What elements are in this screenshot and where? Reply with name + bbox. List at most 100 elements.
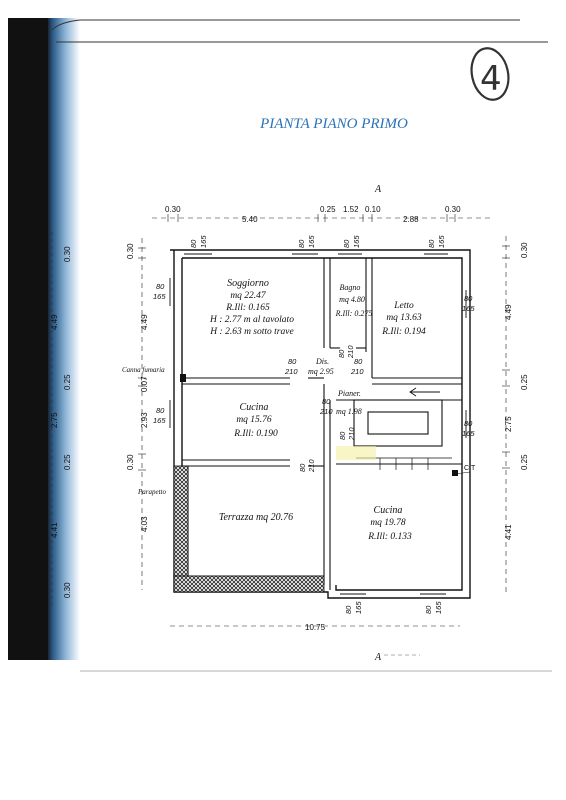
dimension-chain-right [502,236,510,592]
tag-w4-num: 80 [427,239,436,248]
note-ct: C.T [464,465,476,472]
room-soggiorno-area: mq 22.47 [230,291,267,301]
tag-d3-num: 80 [354,357,363,366]
dim-left-5: 0.30 [126,454,135,470]
tag-w8-den: 165 [462,429,475,438]
door-tags: 80 210 80 210 80 210 80 210 80 210 80 21… [284,345,364,473]
room-cucina2-rill: R.Ill: 0.133 [367,532,412,542]
dim-margin-5: 0.25 [63,454,72,470]
tag-w6-den: 165 [462,304,475,313]
room-letto-rill: R.Ill: 0.194 [381,327,426,337]
room-cucina1-name: Cucina [240,402,269,413]
tag-w3-den: 165 [352,235,361,248]
page-number: 4 [480,59,502,99]
dim-margin-3: 0.25 [63,374,72,390]
dim-left-2: 4.49 [140,314,149,330]
tag-d6-den: 210 [307,459,316,473]
tag-w9-den: 165 [354,601,363,614]
dim-right-3: 0.25 [520,374,529,390]
dim-top-6: 2.88 [403,215,419,224]
dim-left-6: 4.03 [140,516,149,532]
dim-left-4: 2.93 [140,412,149,428]
room-bagno-name: Bagno [340,283,361,292]
dim-top-7: 0.30 [445,205,461,214]
tag-d4-den: 210 [319,407,333,416]
dim-top-2: 5.40 [242,215,258,224]
dim-top-5: 0.10 [365,205,381,214]
room-cucina2-name: Cucina [374,505,403,516]
room-cucina1-rill: R.Ill: 0.190 [233,429,278,439]
tag-d2-den: 210 [346,345,355,359]
tag-w9-num: 80 [344,605,353,614]
tag-w1-den: 165 [199,235,208,248]
tag-w6-num: 80 [464,294,473,303]
tag-d3-den: 210 [350,367,364,376]
dim-top-1: 0.30 [165,205,181,214]
tag-w7-num: 80 [156,406,165,415]
dim-bottom: 10.75 [305,623,326,632]
dim-margin-7: 0.30 [63,582,72,598]
tag-d1-num: 80 [288,357,297,366]
tag-w2-num: 80 [297,239,306,248]
room-bagno-area: mq 4.80 [339,295,365,304]
note-parapetto: Parapetto [137,488,166,496]
stair-highlight [336,446,376,460]
section-mark-bottom: A [374,652,382,663]
tag-d2-num: 80 [337,349,346,358]
tag-d1-den: 210 [284,367,298,376]
dim-left-3: 0.07 [140,376,149,392]
room-soggiorno-rill: R.Ill: 0.165 [225,303,270,313]
page-number-circle [470,47,510,101]
dim-margin-1: 0.30 [63,246,72,262]
room-letto-name: Letto [393,301,414,311]
dim-right-5: 0.25 [520,454,529,470]
dimension-chain-left [138,238,146,590]
scan-dark-strip [8,18,48,660]
tag-w3-num: 80 [342,239,351,248]
dim-margin-6: 4.41 [50,522,59,538]
dim-right-2: 4.49 [504,304,513,320]
room-letto-area: mq 13.63 [386,313,422,323]
room-soggiorno-h2: H : 2.63 m sotto trave [209,327,293,337]
interior-walls [182,258,462,590]
sheet-frame-top [51,19,520,31]
room-bagno-rill: R.Ill: 0.275 [335,309,373,318]
dim-left-1: 0.30 [126,243,135,259]
dim-right-4: 2.75 [504,416,513,432]
room-dis-area: mq 2.95 [308,367,334,376]
terrace-parapet-bottom [173,575,325,593]
room-soggiorno-name: Soggiorno [227,278,269,289]
dim-top-4: 1.52 [343,205,359,214]
tag-w5-num: 80 [156,282,165,291]
room-pianer-area: mq 1.98 [336,407,362,416]
room-soggiorno-h1: H : 2.77 m al tavolato [209,315,294,325]
ct-leader [454,471,471,475]
stair-arrow [409,387,440,397]
tag-w5-den: 165 [153,292,166,301]
room-cucina2-area: mq 19.78 [370,518,406,528]
tag-d6-num: 80 [298,463,307,472]
note-canna-fumaria: Canna fumaria [122,366,165,374]
tag-d5-den: 210 [347,427,356,441]
tag-w1-num: 80 [189,239,198,248]
dim-top-3: 0.25 [320,205,336,214]
terrace-parapet-left [173,465,189,593]
tag-w4-den: 165 [437,235,446,248]
room-dis-name: Dis. [315,357,329,366]
tag-w10-den: 165 [434,601,443,614]
dimension-chain-top [152,214,490,222]
tag-w10-num: 80 [424,605,433,614]
room-terrazza-name: Terrazza mq 20.76 [219,512,293,523]
dim-margin-4: 2.75 [50,412,59,428]
tag-w2-den: 165 [307,235,316,248]
dim-right-6: 4.41 [504,524,513,540]
window-tags: 80 165 80 165 80 165 80 165 80 165 80 16… [153,235,475,614]
ct-icon [452,470,458,476]
dim-right-1: 0.30 [520,242,529,258]
exterior-walls [170,249,471,599]
tag-w7-den: 165 [153,416,166,425]
canna-fumaria-icon [180,374,186,382]
tag-d5-num: 80 [338,431,347,440]
room-cucina1-area: mq 15.76 [236,415,272,425]
